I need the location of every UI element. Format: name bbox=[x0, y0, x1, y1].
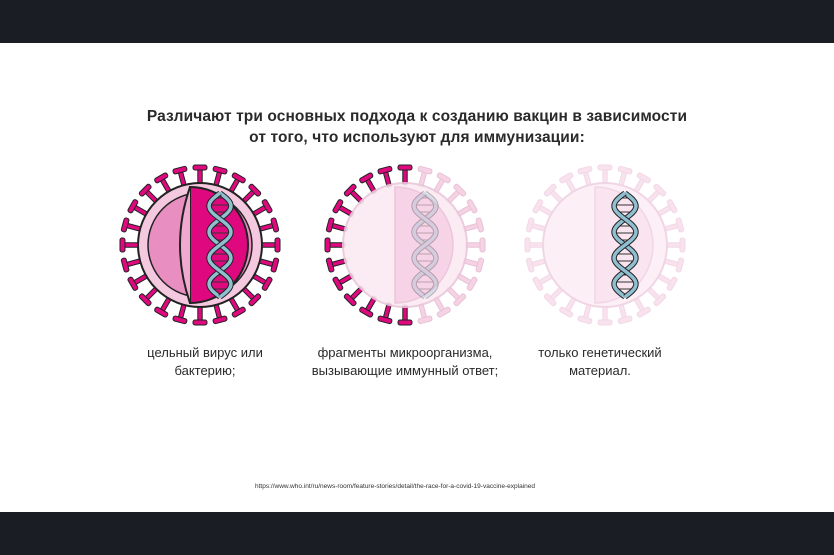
spike bbox=[655, 199, 678, 217]
caption-whole-virus: цельный вирус или бактерию; bbox=[125, 344, 285, 380]
top-letterbox-bar bbox=[0, 0, 834, 43]
dna-strand-outline bbox=[411, 190, 439, 300]
spike bbox=[250, 273, 273, 291]
spike bbox=[120, 217, 143, 233]
dna-strand-outline bbox=[411, 190, 439, 300]
slide: Различают три основных подхода к создани… bbox=[0, 43, 834, 512]
dna-strand bbox=[612, 191, 638, 299]
spike bbox=[257, 217, 280, 233]
source-link[interactable]: https://www.who.int/ru/news-room/feature… bbox=[255, 483, 535, 490]
spike bbox=[359, 295, 377, 318]
dna-strand bbox=[412, 191, 438, 299]
spike bbox=[259, 237, 281, 253]
spike bbox=[597, 164, 613, 186]
dna-strand bbox=[412, 191, 438, 299]
whole-virus-icon bbox=[119, 164, 281, 326]
spike bbox=[617, 165, 633, 188]
spike bbox=[397, 164, 413, 186]
spike bbox=[532, 199, 555, 217]
spike bbox=[120, 257, 143, 273]
spike bbox=[228, 295, 246, 318]
dna-helix-faded bbox=[411, 190, 439, 300]
bottom-letterbox-bar bbox=[0, 512, 834, 555]
spike bbox=[228, 172, 246, 195]
spike bbox=[577, 302, 593, 325]
virus-spikes bbox=[119, 164, 281, 326]
dna-strand bbox=[207, 191, 233, 299]
spike bbox=[325, 217, 348, 233]
genetic-material-icon bbox=[524, 164, 686, 326]
virus-core-faded bbox=[394, 186, 454, 304]
spike bbox=[633, 295, 651, 318]
caption-line: бактерию; bbox=[174, 363, 236, 378]
caption-line: только генетический bbox=[538, 345, 662, 360]
caption-line: фрагменты микроорганизма, bbox=[317, 345, 493, 360]
spike bbox=[154, 172, 172, 195]
spike bbox=[324, 237, 346, 253]
slide-title: Различают три основных подхода к создани… bbox=[0, 106, 834, 148]
virus-spikes bbox=[524, 164, 686, 326]
caption-line: материал. bbox=[569, 363, 631, 378]
spike bbox=[377, 165, 393, 188]
dna-helix bbox=[611, 190, 639, 300]
spike bbox=[524, 237, 546, 253]
spike bbox=[212, 165, 228, 188]
caption-fragments: фрагменты микроорганизма, вызывающие имм… bbox=[300, 344, 510, 380]
spike bbox=[325, 257, 348, 273]
spike bbox=[212, 302, 228, 325]
spike bbox=[359, 172, 377, 195]
spike bbox=[127, 199, 150, 217]
spike bbox=[525, 217, 548, 233]
spike bbox=[257, 257, 280, 273]
spike bbox=[250, 199, 273, 217]
spike bbox=[559, 295, 577, 318]
virus-fragments-icon bbox=[324, 164, 486, 326]
title-line-2: от того, что используют для иммунизации: bbox=[249, 129, 585, 146]
caption-line: цельный вирус или bbox=[147, 345, 263, 360]
spike bbox=[172, 165, 188, 188]
spike bbox=[192, 304, 208, 326]
spike bbox=[645, 183, 667, 205]
spike bbox=[633, 172, 651, 195]
spike bbox=[433, 295, 451, 318]
virus-core-edge bbox=[179, 186, 191, 304]
spike bbox=[417, 302, 433, 325]
spike bbox=[664, 237, 686, 253]
caption-line: вызывающие иммунный ответ; bbox=[311, 363, 499, 378]
dna-helix bbox=[206, 190, 234, 300]
spike bbox=[662, 217, 685, 233]
spike bbox=[332, 199, 355, 217]
title-line-1: Различают три основных подхода к создани… bbox=[146, 108, 688, 125]
caption-genetic-material: только генетический материал. bbox=[520, 344, 680, 380]
spike bbox=[138, 183, 160, 205]
